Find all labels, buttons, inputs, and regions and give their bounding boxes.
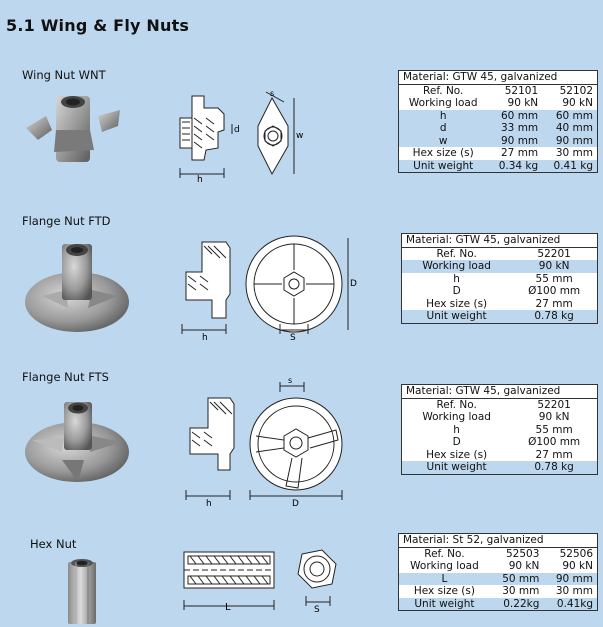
spec-value: 60 mm — [487, 109, 543, 122]
spec-key: Hex size (s) — [413, 585, 475, 597]
wing-nut-drawing: h d w s — [179, 89, 303, 184]
spec-key: w — [398, 134, 488, 147]
hex-nut-photo — [68, 559, 96, 624]
spec-value: 52101 — [504, 84, 539, 97]
flange-nut-fts-photo — [25, 402, 129, 482]
spec-value: 55 mm — [535, 423, 573, 436]
spec-value: 27 mm — [535, 297, 573, 310]
spec-key: D — [452, 436, 461, 448]
spec-key: Hex size (s) — [426, 297, 488, 310]
spec-value: 90 kN — [562, 560, 593, 572]
spec-value: Ø100 mm — [528, 285, 581, 297]
spec-key: h — [453, 272, 460, 285]
spec-value: Ø100 mm — [528, 436, 581, 448]
spec-key: D — [452, 285, 461, 297]
spec-value: 0.22kg — [489, 597, 544, 611]
spec-value: 27 mm — [501, 147, 539, 159]
dim-L-label: L — [225, 602, 231, 613]
spec-value: 52506 — [559, 547, 593, 560]
page-title: 5.1 Wing & Fly Nuts — [6, 16, 190, 35]
spec-value: 52102 — [559, 84, 593, 97]
material-label: Material: GTW 45, galvanized — [398, 70, 598, 85]
spec-value: 90 mm — [542, 134, 598, 147]
spec-value: 52503 — [505, 547, 540, 560]
dim-h-label: h — [206, 499, 212, 508]
spec-key: Ref. No. — [436, 247, 477, 260]
spec-key: Unit weight — [398, 597, 490, 611]
flange-nut-ftd-drawing: h D S — [181, 235, 357, 342]
spec-value: 90 mm — [543, 572, 598, 585]
dim-d-label: d — [234, 125, 240, 135]
spec-value: 90 mm — [487, 134, 543, 147]
spec-table-hex: Material: St 52, galvanized Ref. No. 5250… — [398, 533, 598, 611]
spec-value: 0.78 kg — [511, 461, 598, 474]
spec-key: Unit weight — [398, 159, 488, 173]
dim-D-label: D — [292, 499, 299, 508]
material-label: Material: St 52, galvanized — [398, 533, 598, 548]
spec-value: 50 mm — [489, 572, 544, 585]
dim-s-label: S — [314, 605, 320, 615]
spec-key: L — [398, 572, 490, 585]
spec-value: 60 mm — [542, 109, 598, 122]
product-name-ftd: Flange Nut FTD — [22, 214, 111, 228]
product-name-hex: Hex Nut — [30, 537, 77, 551]
spec-table-ftd: Material: GTW 45, galvanized Ref. No. 522… — [401, 233, 598, 324]
product-name-fts: Flange Nut FTS — [22, 370, 109, 384]
spec-key: Working load — [408, 97, 478, 109]
spec-value: 0.78 kg — [511, 310, 598, 323]
spec-key: Unit weight — [401, 310, 512, 323]
spec-key: Hex size (s) — [412, 147, 474, 159]
spec-key: Unit weight — [401, 461, 512, 474]
spec-key: Working load — [410, 560, 479, 572]
spec-value: 30 mm — [555, 147, 593, 159]
spec-key: Working load — [401, 260, 512, 273]
spec-value: 90 kN — [511, 260, 598, 273]
spec-value: 52201 — [537, 247, 571, 260]
spec-value: 90 kN — [508, 560, 540, 572]
spec-key: Hex size (s) — [426, 448, 488, 461]
spec-value: 90 kN — [507, 97, 539, 109]
dim-w-label: w — [296, 131, 303, 141]
spec-value: 30 mm — [555, 585, 593, 597]
flange-nut-ftd-photo — [25, 244, 129, 332]
spec-key: Ref. No. — [424, 547, 465, 560]
material-label: Material: GTW 45, galvanized — [401, 233, 598, 248]
spec-value: 0.34 kg — [487, 159, 543, 173]
spec-key: Ref. No. — [423, 84, 464, 97]
wing-nut-photo — [26, 96, 120, 162]
spec-value: 90 kN — [538, 411, 570, 423]
dim-s-label: s — [288, 378, 292, 385]
spec-key: h — [398, 109, 488, 122]
spec-value: 33 mm — [487, 122, 543, 135]
spec-value: 52201 — [537, 398, 571, 411]
spec-value: 55 mm — [535, 272, 573, 285]
spec-table-fts: Material: GTW 45, galvanized Ref. No. 522… — [401, 384, 598, 475]
dim-h-label: h — [202, 333, 208, 342]
product-name-wnt: Wing Nut WNT — [22, 68, 106, 82]
spec-key: Working load — [422, 411, 491, 423]
spec-table-wnt: Material: GTW 45, galvanized Ref. No. 521… — [398, 70, 598, 173]
spec-key: h — [453, 423, 460, 436]
dim-s-label: S — [290, 333, 296, 342]
spec-key: Ref. No. — [436, 398, 477, 411]
spec-value: 40 mm — [542, 122, 598, 135]
spec-value: 27 mm — [535, 448, 573, 461]
flange-nut-fts-drawing: h D s — [185, 378, 343, 508]
spec-value: 90 kN — [562, 97, 593, 109]
hex-nut-drawing: L S — [183, 549, 337, 615]
dim-h-label: h — [197, 175, 203, 184]
dim-D-label: D — [350, 279, 357, 289]
material-label: Material: GTW 45, galvanized — [401, 384, 598, 399]
spec-value: 30 mm — [502, 585, 540, 597]
dim-s-label: s — [270, 89, 274, 98]
spec-value: 0.41 kg — [542, 159, 598, 173]
spec-key: d — [398, 122, 488, 135]
spec-value: 0.41kg — [543, 597, 598, 611]
